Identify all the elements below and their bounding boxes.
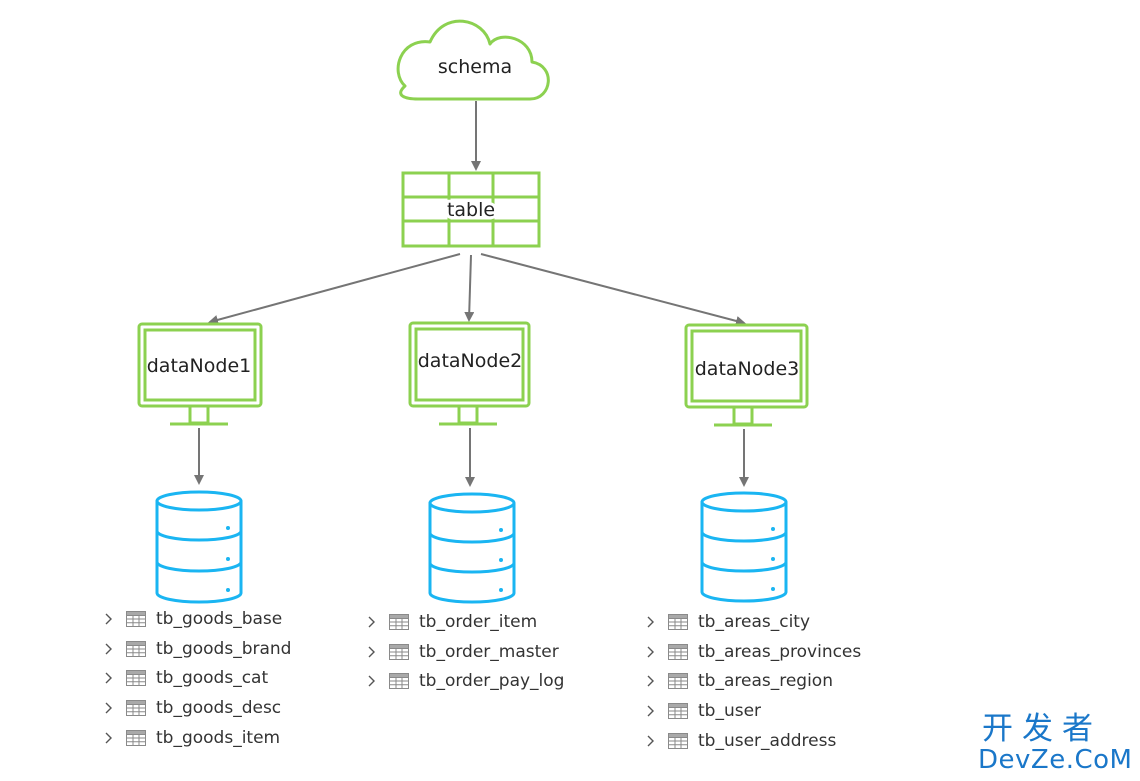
table-tree-item[interactable]: tb_goods_item (104, 723, 291, 753)
table-icon (668, 673, 688, 690)
database-icon (700, 491, 788, 603)
table-tree-item[interactable]: tb_order_item (367, 607, 564, 637)
table-tree-item[interactable]: tb_user_address (646, 726, 861, 756)
datanode2-label: dataNode2 (418, 350, 522, 372)
table-icon (126, 699, 146, 716)
table-icon (389, 673, 409, 690)
datanode1-node: dataNode1 (137, 322, 263, 426)
table-tree-item[interactable]: tb_goods_cat (104, 663, 291, 693)
database2 (428, 492, 516, 604)
table-node: table (401, 171, 541, 248)
arrow-table-to-datanode3 (480, 253, 746, 326)
table-name-label: tb_user (698, 700, 762, 721)
table-icon (126, 640, 146, 657)
chevron-right-icon[interactable] (646, 616, 668, 628)
chevron-right-icon[interactable] (646, 675, 668, 687)
chevron-right-icon[interactable] (104, 613, 126, 625)
watermark-en-text: DevZe.CoM (978, 745, 1133, 775)
datanode3-node: dataNode3 (684, 323, 809, 427)
table-name-label: tb_goods_base (156, 608, 283, 629)
table-grid-icon (401, 171, 541, 248)
table-icon (126, 729, 146, 746)
database3 (700, 491, 788, 603)
chevron-right-icon[interactable] (367, 616, 389, 628)
table-tree-item[interactable]: tb_goods_base (104, 604, 291, 634)
chevron-right-icon[interactable] (367, 675, 389, 687)
monitor-icon (684, 323, 809, 427)
table-tree-item[interactable]: tb_order_master (367, 637, 564, 667)
table-tree-item[interactable]: tb_areas_provinces (646, 637, 861, 667)
monitor-icon (408, 321, 531, 426)
chevron-right-icon[interactable] (104, 672, 126, 684)
table-label: table (447, 199, 495, 221)
chevron-right-icon[interactable] (646, 705, 668, 717)
chevron-right-icon[interactable] (646, 646, 668, 658)
datanode3-label: dataNode3 (695, 358, 799, 380)
arrow-table-to-datanode2 (464, 254, 475, 322)
table-name-label: tb_order_pay_log (419, 671, 565, 692)
datanode3-table-list: tb_areas_city tb_areas_provinces tb_areas_… (646, 607, 861, 755)
datanode1-label: dataNode1 (147, 355, 251, 377)
devze-watermark-logo: 开发者 DevZe.CoM (978, 712, 1134, 774)
datanode2-node: dataNode2 (408, 321, 531, 426)
table-icon (126, 610, 146, 627)
table-icon (389, 643, 409, 660)
table-icon (126, 670, 146, 687)
arrow-table-to-datanode1 (208, 253, 461, 325)
chevron-right-icon[interactable] (367, 646, 389, 658)
table-icon (668, 613, 688, 630)
database1 (155, 490, 243, 604)
chevron-right-icon[interactable] (646, 735, 668, 747)
watermark-cn-text: 开发者 (982, 711, 1102, 747)
table-tree-item[interactable]: tb_goods_brand (104, 634, 291, 664)
table-tree-item[interactable]: tb_goods_desc (104, 693, 291, 723)
table-name-label: tb_areas_city (698, 611, 811, 632)
table-tree-item[interactable]: tb_user (646, 696, 861, 726)
table-name-label: tb_order_master (419, 641, 559, 662)
schema-cloud: schema (396, 19, 550, 101)
schema-label: schema (438, 56, 512, 78)
table-name-label: tb_goods_desc (156, 697, 282, 718)
table-name-label: tb_areas_provinces (698, 641, 862, 662)
table-icon (668, 643, 688, 660)
table-tree-item[interactable]: tb_order_pay_log (367, 666, 564, 696)
table-icon (668, 732, 688, 749)
table-name-label: tb_goods_brand (156, 638, 292, 659)
table-tree-item[interactable]: tb_areas_city (646, 607, 861, 637)
chevron-right-icon[interactable] (104, 643, 126, 655)
datanode2-table-list: tb_order_item tb_order_master tb_order_pay… (367, 607, 564, 696)
table-icon (668, 702, 688, 719)
monitor-icon (137, 322, 263, 426)
database-icon (155, 490, 243, 604)
table-name-label: tb_order_item (419, 611, 538, 632)
chevron-right-icon[interactable] (104, 732, 126, 744)
cloud-icon (396, 19, 550, 101)
table-name-label: tb_areas_region (698, 671, 833, 692)
table-name-label: tb_goods_item (156, 727, 281, 748)
database-icon (428, 492, 516, 604)
table-name-label: tb_user_address (698, 730, 837, 751)
table-tree-item[interactable]: tb_areas_region (646, 666, 861, 696)
table-icon (389, 613, 409, 630)
table-name-label: tb_goods_cat (156, 668, 269, 689)
chevron-right-icon[interactable] (104, 702, 126, 714)
